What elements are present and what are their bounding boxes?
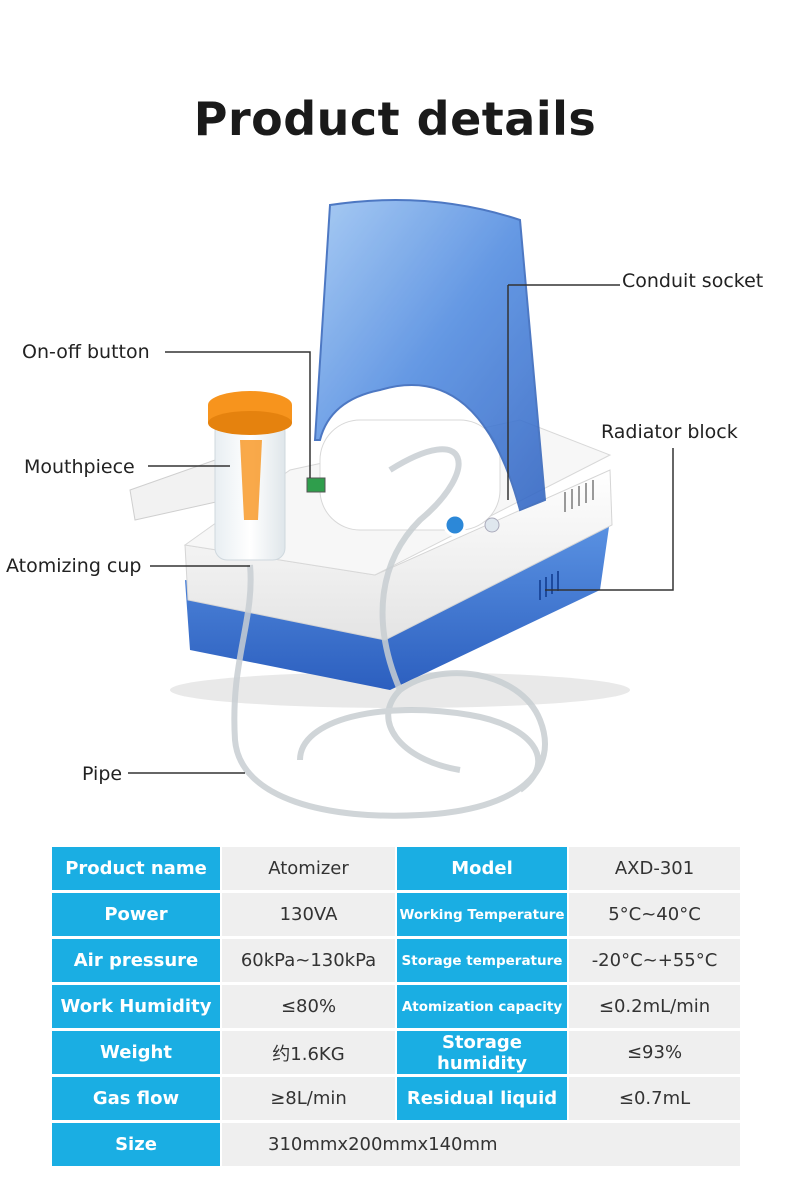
spec-value: ≤80% <box>222 985 397 1031</box>
spec-value: ≤0.2mL/min <box>569 985 742 1031</box>
spec-label: Working Temperature <box>397 893 569 939</box>
cup-cap-rim <box>208 411 292 435</box>
callout-radiator-block: Radiator block <box>601 421 738 443</box>
cup-insert <box>240 440 262 520</box>
spec-label: Atomization capacity <box>397 985 569 1031</box>
conduit-socket <box>484 517 500 533</box>
spec-value: Atomizer <box>222 847 397 893</box>
spec-value: 310mmx200mmx140mm <box>222 1123 742 1169</box>
spec-label: Size <box>52 1123 222 1169</box>
compressor-housing <box>319 419 501 531</box>
radiator-vents <box>564 480 594 512</box>
control-knob <box>443 513 467 537</box>
spec-value: 5°C~40°C <box>569 893 742 939</box>
spec-value: ≥8L/min <box>222 1077 397 1123</box>
table-row: Air pressure 60kPa~130kPa Storage temper… <box>52 939 742 985</box>
power-switch <box>306 477 326 493</box>
spec-value: -20°C~+55°C <box>569 939 742 985</box>
spec-label: Gas flow <box>52 1077 222 1123</box>
spec-value: ≤93% <box>569 1031 742 1077</box>
page-title: Product details <box>193 92 597 146</box>
spec-label: Product name <box>52 847 222 893</box>
spec-value: 60kPa~130kPa <box>222 939 397 985</box>
spec-label: Weight <box>52 1031 222 1077</box>
table-row: Weight 约1.6KG Storage humidity ≤93% <box>52 1031 742 1077</box>
callout-conduit-socket: Conduit socket <box>622 270 764 292</box>
spec-value: AXD-301 <box>569 847 742 893</box>
spec-label: Air pressure <box>52 939 222 985</box>
table-row: Size 310mmx200mmx140mm <box>52 1123 742 1169</box>
spec-value: ≤0.7mL <box>569 1077 742 1123</box>
spec-label: Residual liquid <box>397 1077 569 1123</box>
mouthpiece <box>129 459 226 521</box>
spec-label: Power <box>52 893 222 939</box>
callout-mouthpiece: Mouthpiece <box>24 456 135 478</box>
table-row: Gas flow ≥8L/min Residual liquid ≤0.7mL <box>52 1077 742 1123</box>
table-row: Product name Atomizer Model AXD-301 <box>52 847 742 893</box>
blue-lid <box>313 199 547 512</box>
callout-pipe: Pipe <box>82 763 123 785</box>
tubing <box>231 446 548 819</box>
spec-label: Storage temperature <box>397 939 569 985</box>
callout-lines <box>128 284 674 774</box>
table-row: Work Humidity ≤80% Atomization capacity … <box>52 985 742 1031</box>
spec-value: 130VA <box>222 893 397 939</box>
spec-label: Work Humidity <box>52 985 222 1031</box>
callout-on-off-button: On-off button <box>22 341 150 363</box>
spec-value: 约1.6KG <box>222 1031 397 1077</box>
spec-label: Model <box>397 847 569 893</box>
callout-atomizing-cup: Atomizing cup <box>6 555 142 577</box>
spec-table: Product name Atomizer Model AXD-301 Powe… <box>52 847 742 1169</box>
spec-label: Storage humidity <box>397 1031 569 1077</box>
nebulizer-illustration <box>128 199 674 819</box>
table-row: Power 130VA Working Temperature 5°C~40°C <box>52 893 742 939</box>
